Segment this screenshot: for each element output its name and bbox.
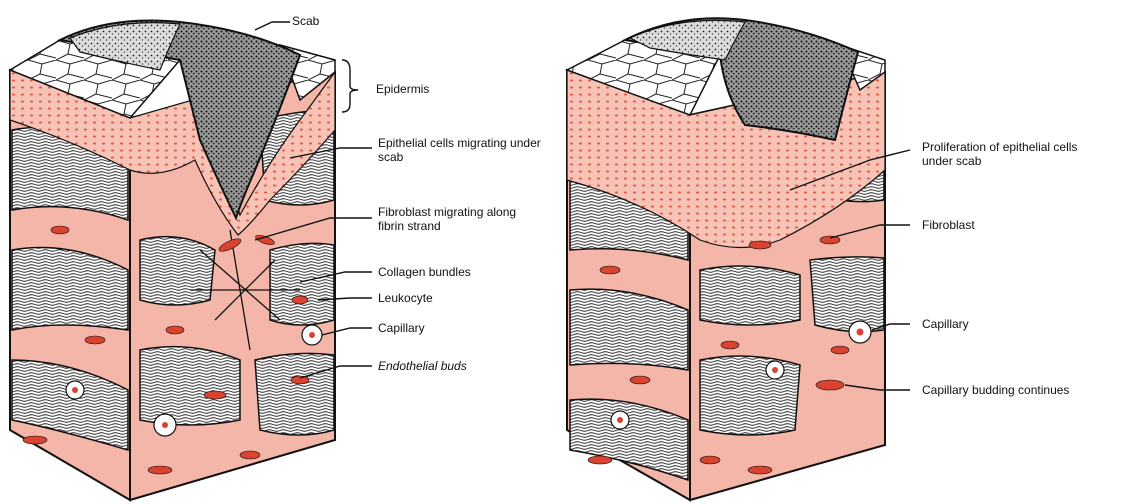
label-proliferation: Proliferation of epithelial cells under … — [922, 140, 1102, 168]
label-scab: Scab — [292, 14, 319, 28]
epidermis-brace — [342, 60, 358, 112]
label-capillary-left: Capillary — [378, 321, 425, 335]
label-fibroblast-right: Fibroblast — [922, 218, 975, 232]
label-endothelial-buds: Endothelial buds — [378, 359, 467, 373]
label-leukocyte: Leukocyte — [378, 291, 433, 305]
left-tissue-block — [10, 20, 335, 500]
label-capillary-right: Capillary — [922, 317, 969, 331]
label-collagen-bundles: Collagen bundles — [378, 265, 471, 279]
label-fibroblast-migrating: Fibroblast migrating along fibrin strand — [378, 205, 528, 233]
label-epithelial-migrating: Epithelial cells migrating under scab — [378, 136, 548, 164]
right-tissue-block — [567, 18, 885, 500]
label-epidermis: Epidermis — [376, 82, 429, 96]
label-capillary-budding: Capillary budding continues — [922, 383, 1069, 397]
leader-scab — [255, 22, 290, 30]
